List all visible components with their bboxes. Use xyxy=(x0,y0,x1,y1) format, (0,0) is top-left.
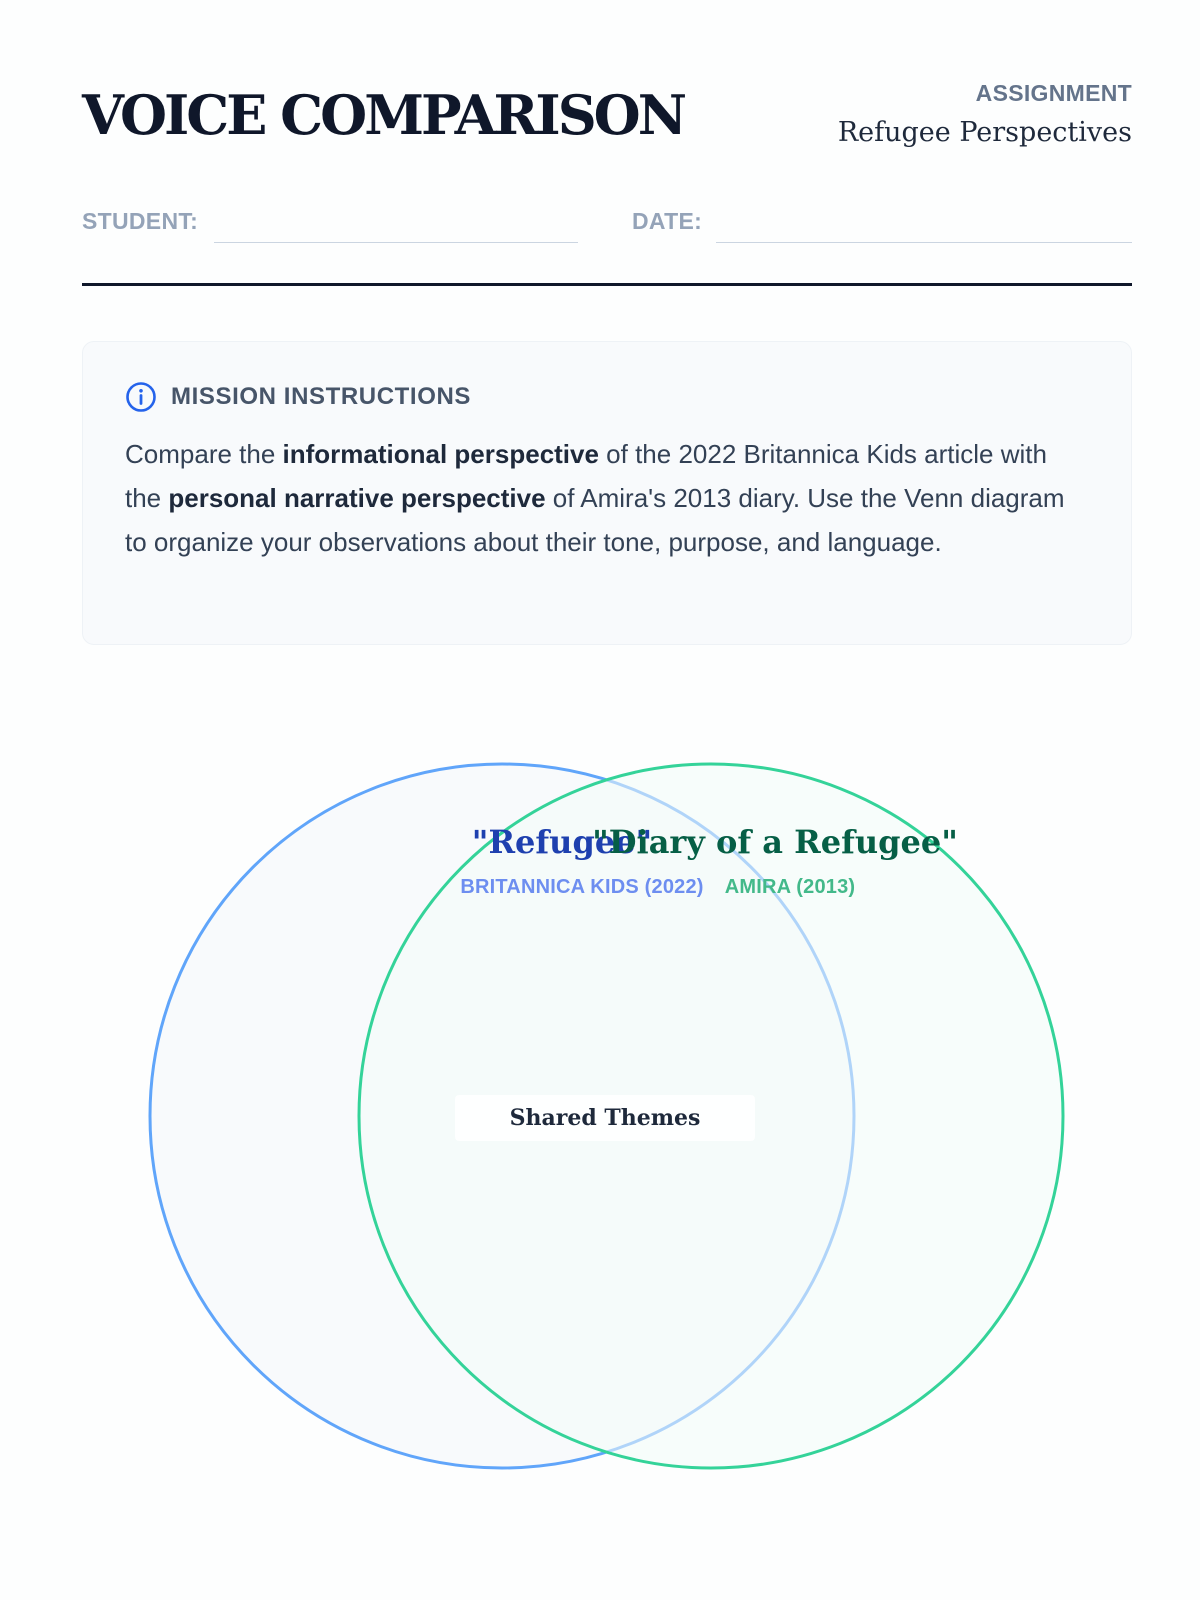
header-divider xyxy=(82,283,1132,286)
instructions-panel: MISSION INSTRUCTIONS Compare the informa… xyxy=(82,341,1132,645)
instructions-text-part: of the 2022 Britannica Kids article with… xyxy=(125,439,1047,513)
instructions-emphasis: informational perspective xyxy=(282,439,599,469)
assignment-block: ASSIGNMENT Refugee Perspectives xyxy=(838,78,1132,150)
instructions-title: MISSION INSTRUCTIONS xyxy=(171,383,472,410)
assignment-value: Refugee Perspectives xyxy=(837,117,1132,148)
shared-themes-label: Shared Themes xyxy=(455,1095,755,1141)
instructions-header: MISSION INSTRUCTIONS xyxy=(125,380,1089,414)
student-date-row: STUDENT: DATE: xyxy=(82,204,1132,244)
student-label: STUDENT: xyxy=(82,208,199,234)
left-circle-subtitle: BRITANNICA KIDS (2022) xyxy=(460,876,704,898)
instructions-text-part: of Amira's 2013 diary. Use the Venn diag… xyxy=(125,483,1065,557)
header: VOICE COMPARISON ASSIGNMENT Refugee Pers… xyxy=(82,78,1132,168)
info-icon xyxy=(125,381,157,413)
right-circle-title: "Diary of a Refugee" xyxy=(592,823,958,861)
page-title: VOICE COMPARISON xyxy=(82,83,687,147)
student-field[interactable] xyxy=(214,242,578,243)
instructions-emphasis: personal narrative perspective xyxy=(168,483,546,513)
right-circle-subtitle: AMIRA (2013) xyxy=(724,876,856,898)
worksheet-page: VOICE COMPARISON ASSIGNMENT Refugee Pers… xyxy=(82,0,1132,1600)
left-circle-title: "Refugee" xyxy=(471,823,653,861)
assignment-label: ASSIGNMENT xyxy=(975,80,1132,106)
date-field[interactable] xyxy=(716,242,1132,243)
date-label: DATE: xyxy=(632,208,703,234)
instructions-text: Compare the informational perspective of… xyxy=(125,432,1089,564)
instructions-text-part: Compare the xyxy=(125,439,283,469)
venn-diagram: "Refugee" "Diary of a Refugee" BRITANNIC… xyxy=(82,740,1132,1480)
